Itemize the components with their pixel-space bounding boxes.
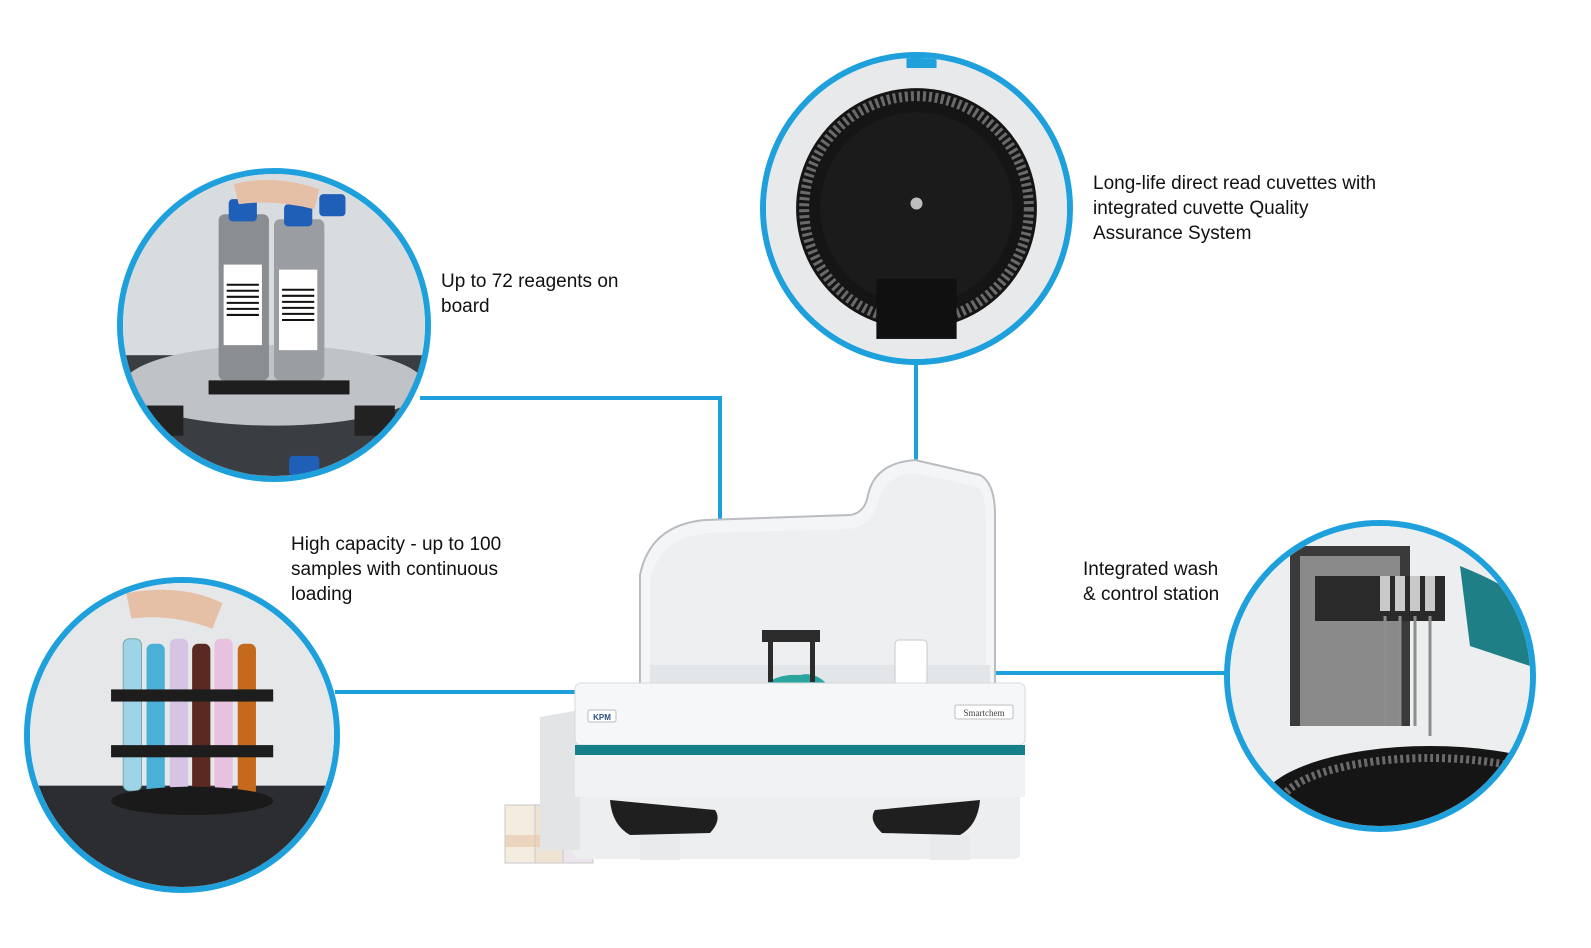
brand-badge: KPM [593, 713, 611, 722]
samples-callout: High capacity - up to 100 samples with c… [291, 534, 502, 605]
analyzer-device: KPM Smartchem [504, 458, 1026, 864]
sample-rack-photo [24, 577, 340, 893]
wash-callout: Integrated wash & control station [1083, 559, 1220, 605]
wash-station-photo [1224, 520, 1536, 832]
model-label: Smartchem [964, 708, 1005, 718]
reagents-callout: Up to 72 reagents on board [441, 271, 619, 317]
cuvette-rotor-photo [760, 52, 1073, 365]
cuvettes-callout: Long-life direct read cuvettes with inte… [1093, 173, 1377, 244]
reagent-rack-photo [117, 168, 431, 482]
teal-stripe [575, 745, 1025, 755]
